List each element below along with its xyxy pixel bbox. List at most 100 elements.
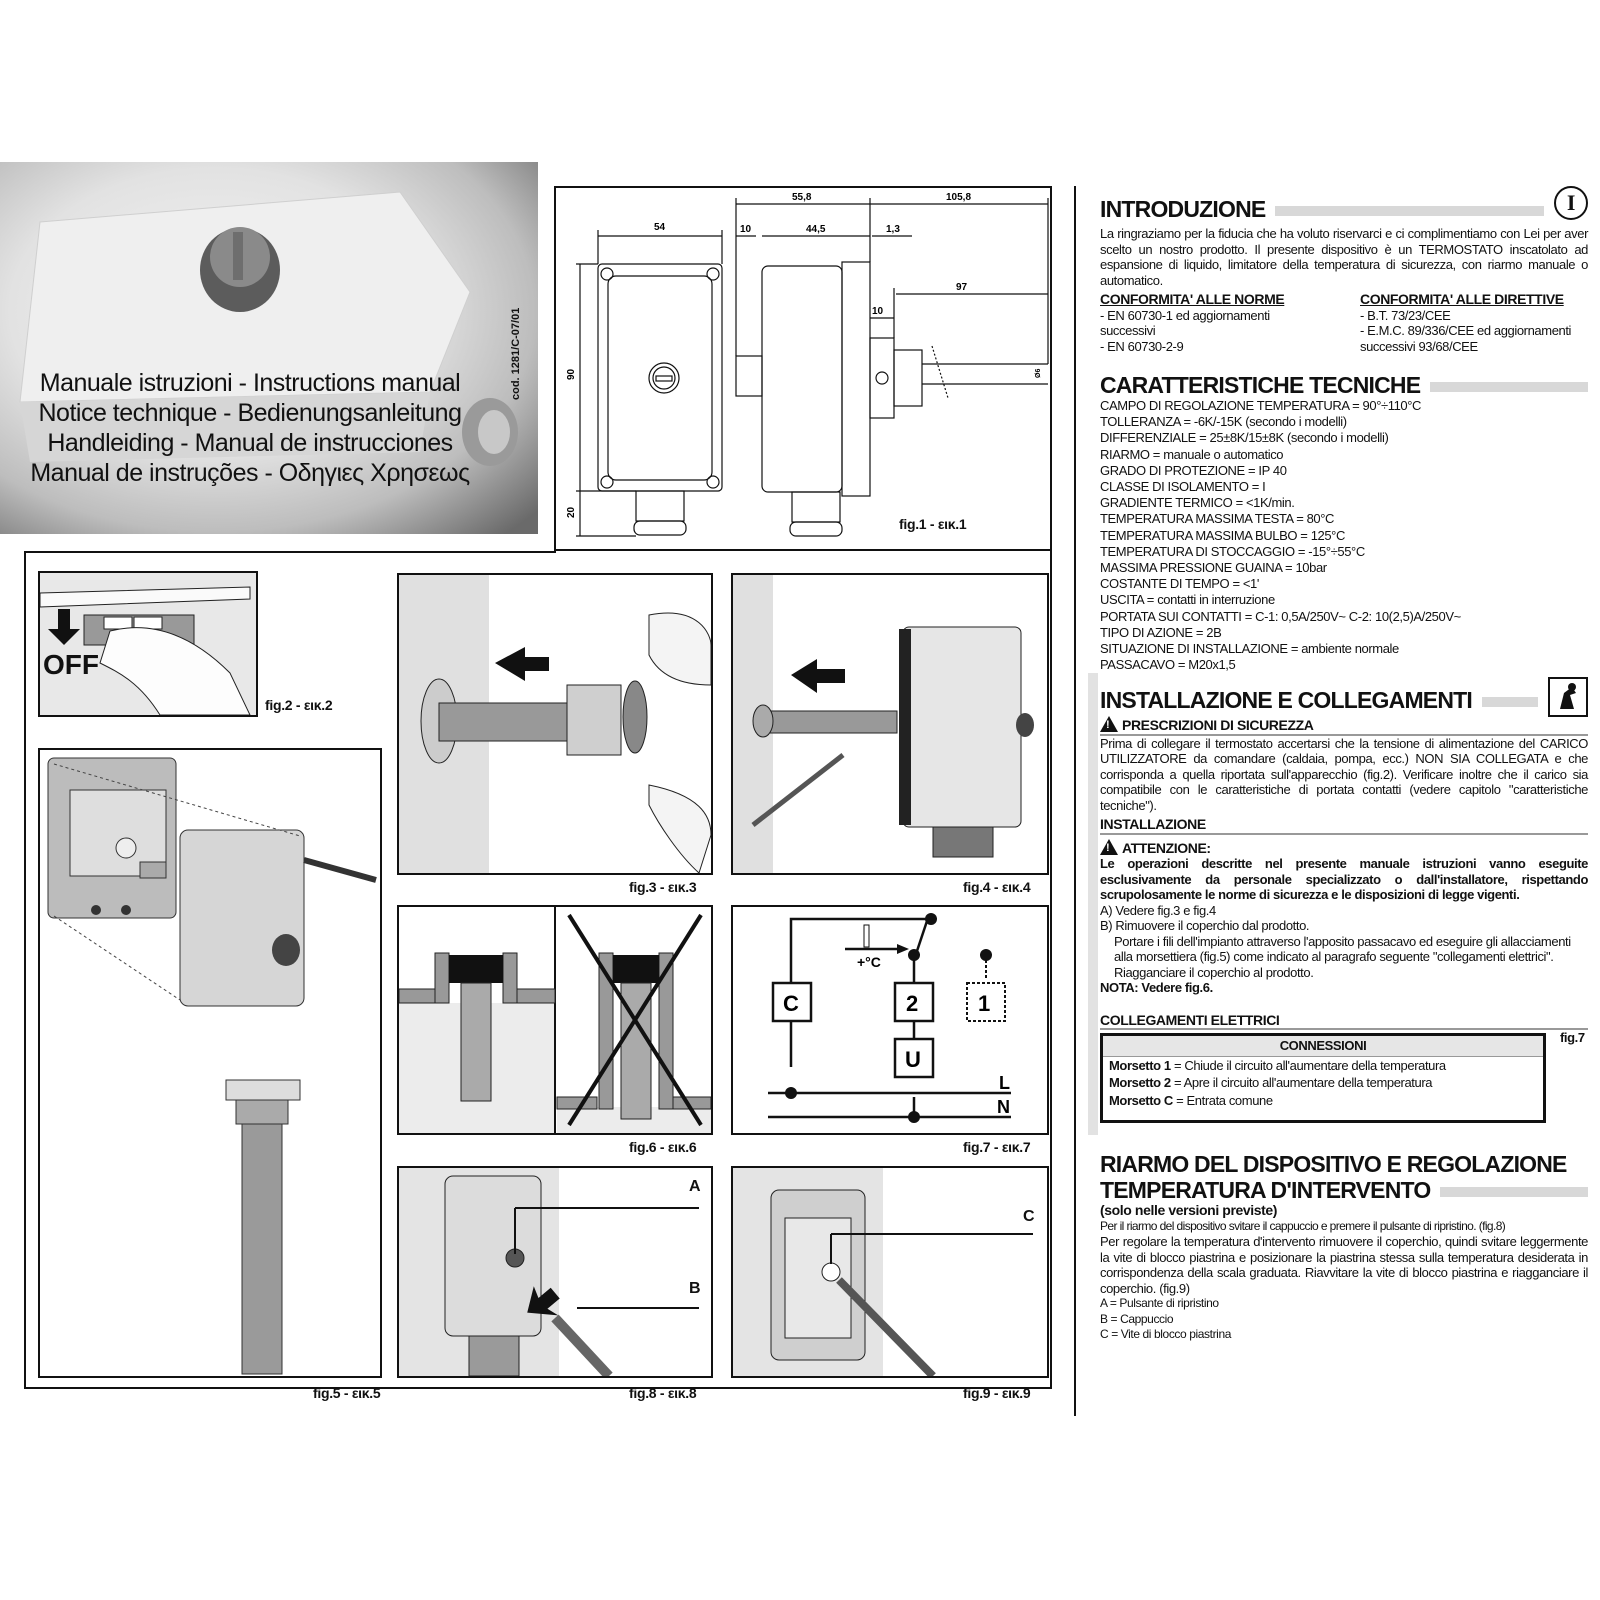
- norme-heading: CONFORMITA' ALLE NORME: [1100, 291, 1285, 307]
- specs-list: CAMPO DI REGOLAZIONE TEMPERATURA = 90°÷1…: [1100, 398, 1588, 673]
- fig8-caption: fig.8 - εικ.8: [629, 1385, 697, 1401]
- dim-10-a: 10: [740, 224, 752, 235]
- load-u-box: [893, 1037, 935, 1079]
- installer-icon: [1548, 677, 1588, 718]
- warning-icon: [1100, 838, 1118, 856]
- fig7-reference: fig.7: [1560, 1030, 1585, 1046]
- direttive-item: - E.M.C. 89/336/CEE ed aggiornamenti suc…: [1360, 323, 1572, 354]
- intro-text: La ringraziamo per la fiducia che ha vol…: [1100, 226, 1588, 288]
- fig3-sheath-insertion-illustration: [399, 575, 711, 873]
- fig4-panel: [731, 573, 1049, 875]
- fig4-thermostat-mounting-illustration: [733, 575, 1034, 873]
- attention-text: Le operazioni descritte nel presente man…: [1100, 856, 1588, 903]
- line-l-label: L: [999, 1073, 1010, 1093]
- spec-item: PASSACAVO = M20x1,5: [1100, 657, 1236, 673]
- column-divider: [1074, 186, 1076, 1416]
- fig2-panel: OFF: [38, 571, 258, 717]
- safety-heading: PRESCRIZIONI DI SICUREZZA: [1100, 716, 1588, 736]
- thermostat-photo-illustration: [19, 191, 518, 466]
- spec-item: GRADIENTE TERMICO = <1K/min.: [1100, 495, 1295, 511]
- cover-title-3: Handleiding - Manual de instrucciones: [47, 429, 453, 457]
- norme-item: - EN 60730-1 ed aggiornamenti successivi: [1100, 307, 1270, 339]
- fig7-wiring-diagram: C 2 1 U L N +°C: [768, 913, 1011, 1123]
- spec-item: TEMPERATURA MASSIMA TESTA = 80°C: [1100, 511, 1335, 527]
- connection-row: Morsetto 2 = Apre il circuito all'aument…: [1109, 1075, 1433, 1091]
- intro-heading: INTRODUZIONE: [1100, 196, 1544, 222]
- dim-20: 20: [566, 506, 577, 518]
- load-u-label: U: [905, 1047, 921, 1072]
- fig9-panel: C: [731, 1166, 1049, 1378]
- fig5-panel: [38, 748, 382, 1378]
- spec-item: COSTANTE DI TEMPO = <1': [1100, 576, 1259, 592]
- terminal-1-box: [966, 982, 1006, 1022]
- fig6-caption: fig.6 - εικ.6: [629, 1139, 697, 1155]
- reset-text-1: Per il riarmo del dispositivo svitare il…: [1100, 1218, 1506, 1233]
- fig6-panel: [397, 905, 713, 1135]
- fig7-caption: fig.7 - εικ.7: [963, 1139, 1031, 1155]
- fig1-dimension-drawing: 54 55,8 105,8 10 44,5 1,3 97 10 90 20 Ø6: [566, 192, 1049, 537]
- spec-item: TOLLERANZA = -6K/-15K (secondo i modelli…: [1100, 414, 1347, 430]
- label-c: C: [1023, 1208, 1035, 1225]
- dim-97: 97: [956, 282, 968, 293]
- spec-item: TEMPERATURA MASSIMA BULBO = 125°C: [1100, 527, 1345, 543]
- figures-frame: [24, 551, 1052, 1389]
- spec-item: MASSIMA PRESSIONE GUAINA = 10bar: [1100, 560, 1327, 576]
- cover-title-1: Manuale istruzioni - Instructions manual: [39, 369, 461, 397]
- reset-heading-1: RIARMO DEL DISPOSITIVO E REGOLAZIONE: [1100, 1151, 1567, 1178]
- nota: NOTA: Vedere fig.6.: [1100, 980, 1213, 996]
- legend-item: C = Vite di blocco piastrina: [1100, 1327, 1231, 1342]
- spec-item: CLASSE DI ISOLAMENTO = I: [1100, 479, 1266, 495]
- legend-item: A = Pulsante di ripristino: [1100, 1296, 1219, 1311]
- fig9-temperature-adjustment-illustration: [733, 1168, 1033, 1376]
- fig1-panel: 54 55,8 105,8 10 44,5 1,3 97 10 90 20 Ø6…: [554, 186, 1052, 551]
- attention-heading: ATTENZIONE:: [1100, 838, 1588, 856]
- spec-item: PORTATA SUI CONTATTI = C-1: 0,5A/250V~ C…: [1100, 608, 1461, 624]
- cover-photo: Manuale istruzioni - Instructions manual…: [0, 162, 538, 534]
- terminal-c-label: C: [783, 991, 799, 1016]
- spec-item: TEMPERATURA DI STOCCAGGIO = -15°÷55°C: [1100, 543, 1365, 559]
- spec-item: TIPO DI AZIONE = 2B: [1100, 624, 1222, 640]
- fig3-caption: fig.3 - εικ.3: [629, 879, 697, 895]
- temperature-label: +°C: [857, 954, 881, 970]
- step-b-detail: Portare i fili dell'impianto attraverso …: [1114, 933, 1571, 980]
- safety-text: Prima di collegare il termostato accerta…: [1100, 735, 1588, 813]
- electrical-heading: COLLEGAMENTI ELETTRICI: [1100, 1012, 1588, 1031]
- off-label: OFF: [43, 649, 99, 680]
- legend-item: B = Cappuccio: [1100, 1311, 1174, 1326]
- dim-55-8: 55,8: [792, 192, 812, 203]
- text-column: INTRODUZIONE I La ringraziamo per la fid…: [1088, 186, 1588, 1343]
- intro-heading-row: INTRODUZIONE I: [1100, 186, 1588, 222]
- fig8-panel: A B: [397, 1166, 713, 1378]
- norme-item: - EN 60730-2-9: [1100, 338, 1184, 354]
- spec-item: RIARMO = manuale o automatico: [1100, 446, 1284, 462]
- neutral-n-label: N: [997, 1097, 1010, 1117]
- install-section: INSTALLAZIONE E COLLEGAMENTI PRESCRIZION…: [1088, 673, 1588, 1136]
- dim-90: 90: [566, 368, 577, 380]
- direttive-item: - B.T. 73/23/CEE: [1360, 307, 1451, 323]
- language-badge-label: I: [1566, 190, 1576, 215]
- step-a: A) Vedere fig.3 e fig.4: [1100, 902, 1216, 918]
- language-badge: I: [1554, 186, 1588, 220]
- direttive-heading: CONFORMITA' ALLE DIRETTIVE: [1360, 291, 1564, 307]
- fig5-caption: fig.5 - εικ.5: [313, 1385, 381, 1401]
- document-code: cod. 1281/C-07/01: [510, 307, 522, 400]
- spec-item: USCITA = contatti in interruzione: [1100, 592, 1275, 608]
- warning-icon: [1100, 716, 1118, 734]
- install-heading: INSTALLAZIONE E COLLEGAMENTI: [1100, 673, 1588, 718]
- terminal-2-box: [893, 981, 935, 1023]
- spec-item: SITUAZIONE DI INSTALLAZIONE = ambiente n…: [1100, 641, 1399, 657]
- terminal-c-box: [771, 981, 813, 1023]
- fig2-caption: fig.2 - εικ.2: [265, 697, 333, 713]
- dim-10-b: 10: [872, 306, 884, 317]
- spec-item: GRADO DI PROTEZIONE = IP 40: [1100, 462, 1287, 478]
- dim-diameter: Ø6: [1035, 369, 1042, 378]
- fig6-correct-incorrect-installation: [399, 907, 711, 1133]
- cover-title-2: Notice technique - Bedienungsanleitung: [38, 399, 462, 427]
- connections-title: CONNESSIONI: [1103, 1036, 1543, 1057]
- terminal-2-label: 2: [906, 991, 918, 1016]
- frame-top-rule: [24, 551, 556, 553]
- cover-title-4: Manual de instruções - Οδηγιες Χρησεως: [30, 459, 470, 487]
- fig7-panel: C 2 1 U L N +°C: [731, 905, 1049, 1135]
- dim-44-5: 44,5: [806, 224, 826, 235]
- fig5-cover-removal-illustration: [47, 757, 377, 1375]
